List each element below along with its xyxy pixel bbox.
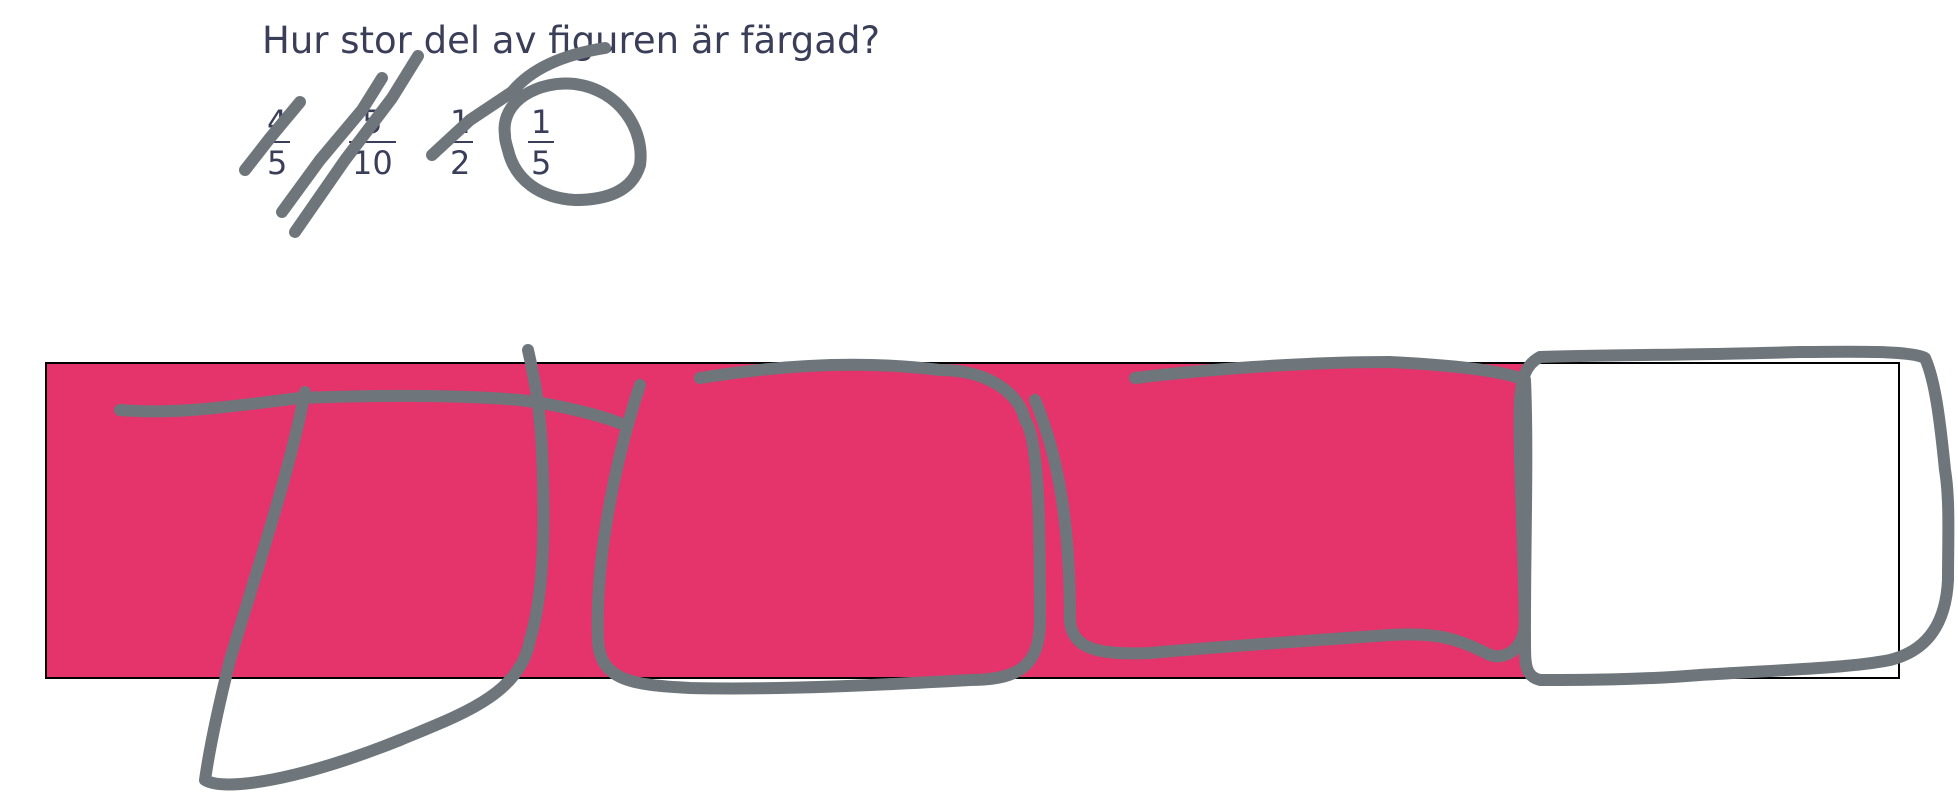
fraction-bar (447, 141, 474, 143)
fraction-bar (528, 141, 555, 143)
option-numerator: 4 (267, 103, 288, 141)
option-denominator: 10 (352, 144, 393, 182)
option-numerator: 5 (362, 103, 383, 141)
fraction-bar (264, 141, 291, 143)
option-denominator: 5 (531, 144, 552, 182)
option-denominator: 5 (267, 144, 288, 182)
colored-part (1157, 364, 1528, 677)
colored-part (47, 364, 418, 677)
answer-option-5-10[interactable]: 5 10 (349, 104, 396, 181)
answer-option-1-2[interactable]: 1 2 (447, 103, 474, 182)
option-denominator: 2 (450, 144, 471, 182)
question-text: Hur stor del av figuren är färgad? (262, 19, 881, 62)
uncolored-part (1527, 364, 1898, 677)
option-numerator: 1 (450, 103, 471, 141)
answer-option-4-5[interactable]: 4 5 (264, 103, 291, 182)
fraction-bar (349, 141, 396, 143)
colored-part (417, 364, 788, 677)
colored-part (787, 364, 1158, 677)
fraction-figure (45, 362, 1900, 679)
option-numerator: 1 (531, 103, 552, 141)
answer-option-1-5[interactable]: 1 5 (528, 103, 555, 182)
circle-option-1-5 (498, 42, 647, 206)
